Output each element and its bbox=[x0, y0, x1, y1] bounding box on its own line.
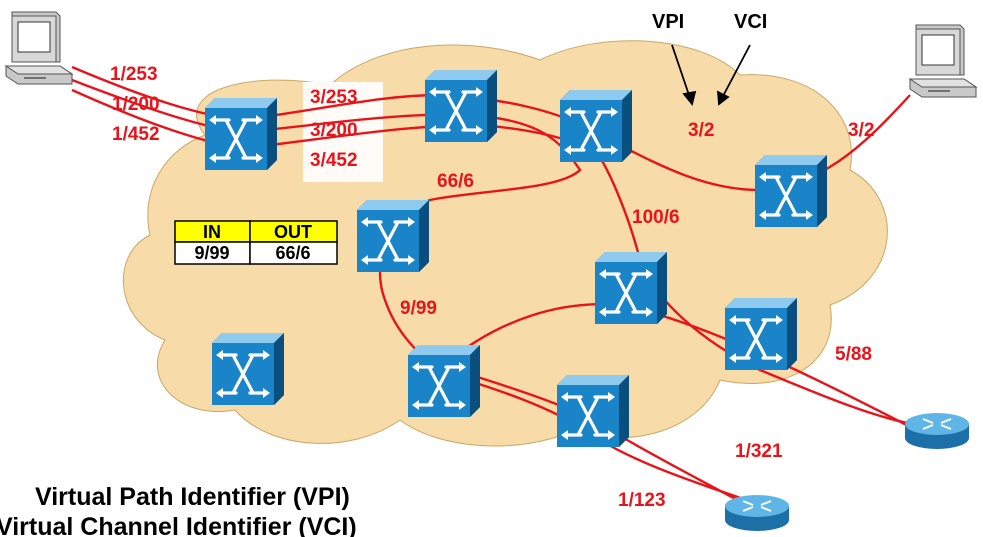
switching-table: IN OUT 9/99 66/6 bbox=[174, 220, 338, 265]
label-5-88: 5/88 bbox=[835, 344, 872, 365]
atm-switch-icon bbox=[203, 96, 279, 172]
label-9-99: 9/99 bbox=[400, 298, 437, 319]
atm-switch-icon bbox=[555, 373, 631, 449]
atm-switch-icon bbox=[406, 343, 482, 419]
label-1-123: 1/123 bbox=[618, 490, 666, 511]
atm-switch-icon bbox=[723, 296, 799, 372]
vpi-label: VPI bbox=[652, 11, 684, 33]
table-header-out: OUT bbox=[274, 222, 312, 242]
atm-switch-icon bbox=[210, 331, 286, 407]
atm-switch-icon bbox=[593, 250, 669, 326]
computer-icon bbox=[909, 24, 977, 98]
label-3-2-right: 3/2 bbox=[848, 120, 874, 141]
atm-switch-icon bbox=[423, 68, 499, 144]
label-100-6: 100/6 bbox=[632, 207, 680, 228]
label-1-452: 1/452 bbox=[112, 124, 160, 145]
computer-icon bbox=[5, 11, 73, 85]
label-3-253: 3/253 bbox=[310, 87, 358, 108]
table-header-in: IN bbox=[203, 222, 221, 242]
label-3-200: 3/200 bbox=[310, 120, 358, 141]
vpi-vci-pointers bbox=[671, 44, 751, 106]
label-1-200: 1/200 bbox=[112, 94, 160, 115]
atm-switch-icon bbox=[753, 153, 829, 229]
vci-label: VCI bbox=[734, 11, 767, 33]
router-icon bbox=[904, 412, 970, 450]
label-1-253: 1/253 bbox=[110, 64, 158, 85]
table-cell-in: 9/99 bbox=[194, 243, 229, 263]
router-icon bbox=[724, 494, 790, 532]
table-cell-out: 66/6 bbox=[275, 243, 310, 263]
title-line-1: Virtual Path Identifier (VPI) bbox=[35, 483, 350, 511]
label-3-2-mid: 3/2 bbox=[688, 120, 714, 141]
atm-switch-icon bbox=[558, 88, 634, 164]
title-line-2: Virtual Channel Identifier (VCI) bbox=[0, 513, 357, 537]
label-1-321: 1/321 bbox=[735, 441, 783, 462]
label-66-6: 66/6 bbox=[437, 171, 474, 192]
atm-switch-icon bbox=[355, 198, 431, 274]
label-3-452: 3/452 bbox=[310, 150, 358, 171]
